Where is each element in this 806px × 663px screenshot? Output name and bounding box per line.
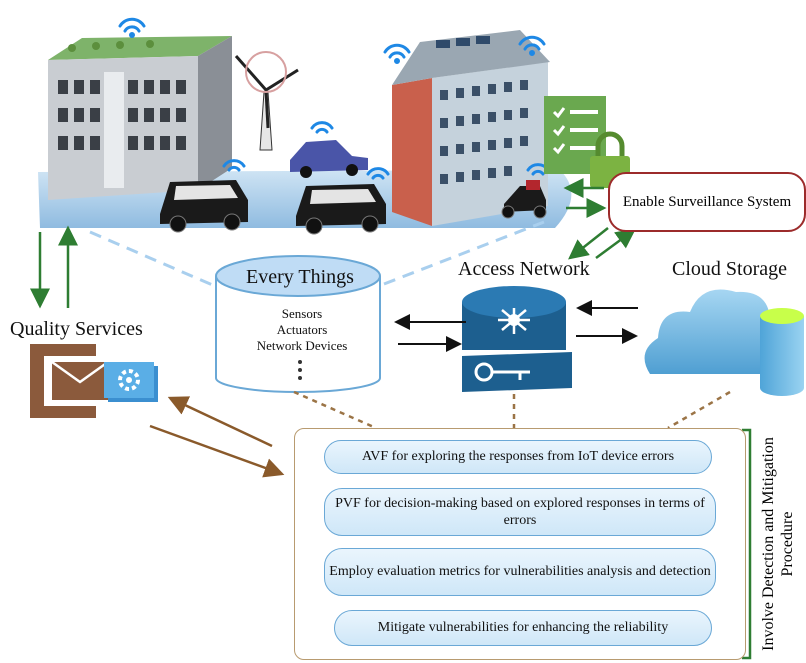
procedure-bracket <box>742 428 752 660</box>
database-icon <box>760 308 804 396</box>
procedure-step-2: PVF for decision-making based on explore… <box>324 488 716 536</box>
checklist-icon <box>544 96 606 174</box>
every-things-item: Sensors <box>281 306 323 321</box>
procedure-side-label: Involve Detection and Mitigation Procedu… <box>759 437 796 651</box>
router-icon <box>462 286 566 350</box>
every-things-list: Sensors Actuators Network Devices <box>222 306 382 354</box>
apartment-tower-icon <box>392 30 550 226</box>
procedure-step-4: Mitigate vulnerabilities for enhancing t… <box>334 610 712 646</box>
mail-icon <box>30 344 109 418</box>
every-things-cylinder <box>215 255 381 393</box>
motorbike-icon <box>501 180 547 219</box>
gear-icon <box>104 362 158 402</box>
wind-turbine-icon <box>234 51 299 151</box>
green-building-icon <box>48 36 232 200</box>
procedure-step-1: AVF for exploring the responses from IoT… <box>324 440 712 474</box>
every-things-item: Network Devices <box>256 338 348 353</box>
every-things-label: Every Things <box>246 266 354 288</box>
wifi-icon <box>310 121 334 134</box>
car-icon <box>290 140 368 178</box>
van-icon <box>296 184 386 235</box>
cloud-icon <box>644 289 781 374</box>
quality-services-label: Quality Services <box>10 318 143 340</box>
cloud-storage-label: Cloud Storage <box>672 258 787 280</box>
enable-surveillance-box: Enable Surveillance System <box>608 172 806 232</box>
wifi-icon <box>118 17 146 38</box>
van-icon <box>160 180 248 233</box>
access-network-label: Access Network <box>458 258 590 280</box>
wifi-icon <box>366 167 390 180</box>
key-icon <box>462 352 572 392</box>
wifi-icon <box>222 159 246 172</box>
smart-city-scene <box>38 17 572 235</box>
wifi-icon <box>383 43 411 64</box>
procedure-step-3: Employ evaluation metrics for vulnerabil… <box>324 548 716 596</box>
every-things-item: Actuators <box>276 322 328 337</box>
wifi-icon <box>518 35 546 56</box>
